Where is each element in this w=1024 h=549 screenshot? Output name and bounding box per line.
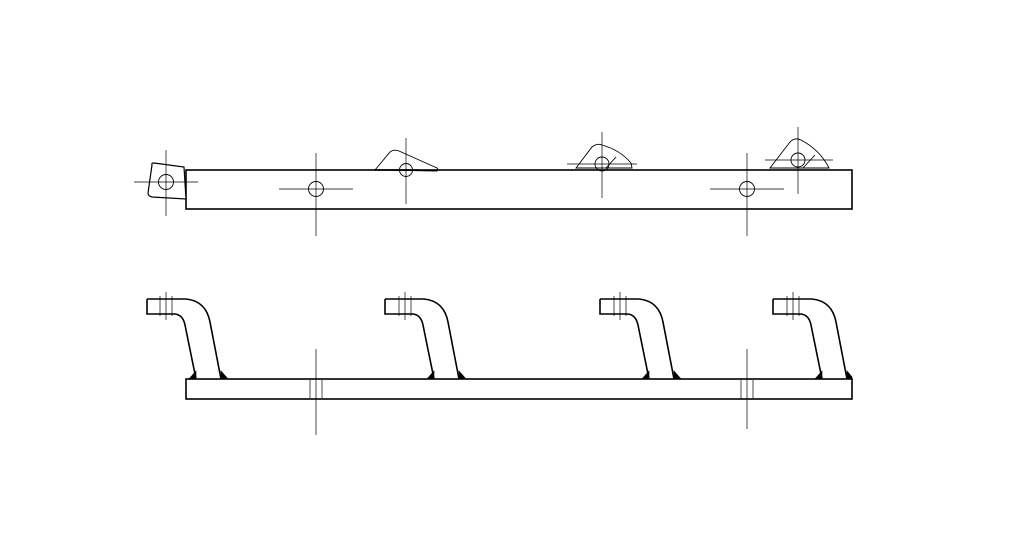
top-view-bracket-3 [765,127,833,194]
front-view-bracket-4 [772,292,853,380]
front-view [146,292,853,435]
front-view-bar-hole-1 [309,349,323,435]
front-view-bar [185,378,853,400]
top-view [134,127,853,236]
front-view-bracket-2 [384,292,467,380]
front-view-bar-hole-2 [740,349,754,429]
top-view-bar-hole-1 [279,153,353,236]
top-view-bar [185,169,853,210]
top-view-bracket-1 [374,138,439,204]
top-view-end-bracket [134,150,198,216]
front-view-bracket-3 [599,292,682,380]
top-view-bar-hole-2 [710,153,784,236]
top-view-bracket-2 [567,132,637,198]
front-view-bracket-1 [146,292,229,380]
